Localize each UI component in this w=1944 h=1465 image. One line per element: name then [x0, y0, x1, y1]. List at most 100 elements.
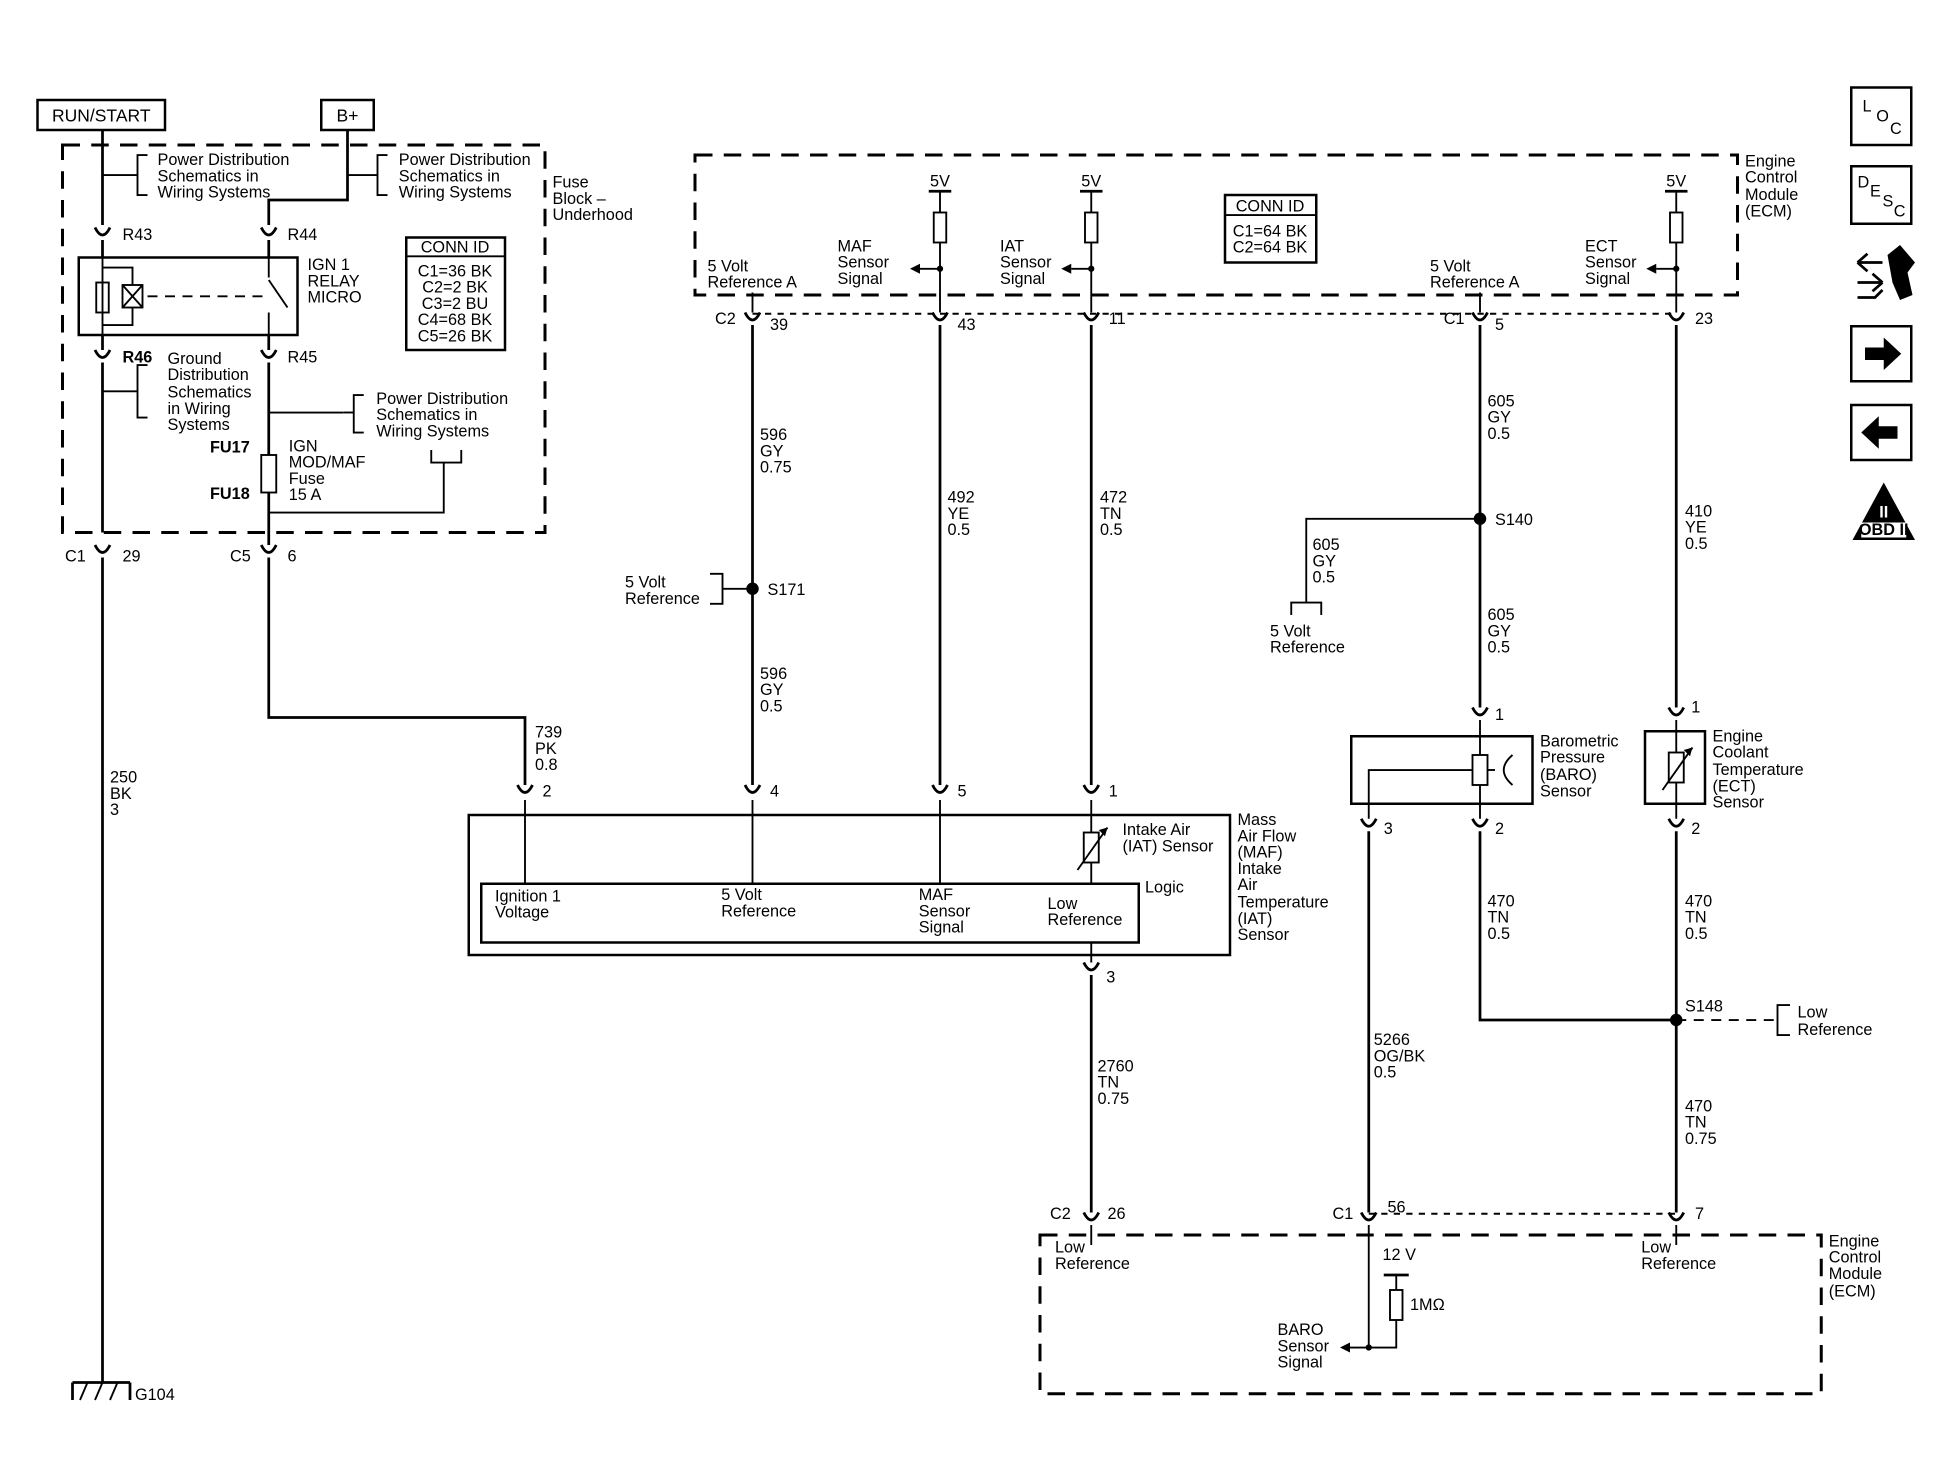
iat-thermistor-arrow-head	[1098, 827, 1108, 837]
obd-ii-mark: II	[1879, 504, 1888, 522]
wire-410-gauge: 0.5	[1685, 535, 1708, 553]
ecm-pin-23: 23	[1695, 310, 1713, 328]
splice-s148-label: S148	[1685, 997, 1723, 1015]
maf-ref-label-1: 5 Volt	[721, 886, 762, 904]
diagnostic-tools-icon[interactable]	[1856, 245, 1916, 300]
fuse-conn-id-row-2: C2=2 BK	[422, 279, 488, 297]
conn-c5-pin-6: 6	[288, 547, 297, 565]
ground-g104-label: G104	[135, 1386, 175, 1404]
arrow-right-icon	[1865, 337, 1902, 370]
baro-sig-label-2: Sensor	[1278, 1337, 1330, 1355]
obd-ii-button[interactable]: OBD II II	[1852, 482, 1916, 541]
wire-250-gauge: 3	[110, 801, 119, 819]
maf-sig-label-1: MAF	[919, 886, 953, 904]
wire-739-num: 739	[535, 724, 562, 742]
loc-letter-l: L	[1863, 97, 1872, 115]
conn-7-symbol	[1667, 1211, 1685, 1222]
wire-605c-gauge: 0.5	[1313, 569, 1336, 587]
fuse-block-title-1: Fuse	[553, 174, 589, 192]
wire-470a-num: 470	[1488, 892, 1515, 910]
next-page-button[interactable]	[1850, 325, 1913, 383]
pwr-dist-2-bracket	[376, 154, 388, 196]
obd-ii-label: OBD II	[1859, 521, 1909, 539]
pin-r46-label: R46	[123, 349, 153, 367]
conn-c5-6-symbol	[260, 544, 278, 554]
pullup-12v-label: 12 V	[1383, 1246, 1417, 1264]
fuse-label-4: 15 A	[289, 486, 322, 504]
maf-pin-4-symbol	[743, 784, 762, 794]
ground-g104-hatch-1	[79, 1382, 89, 1401]
desc-button[interactable]: D E S C	[1850, 165, 1913, 225]
relay-coil-top-link	[102, 266, 134, 285]
ect-title-3: Temperature	[1713, 761, 1804, 779]
maf-sig-label-3: Signal	[919, 919, 964, 937]
wire-250-color: BK	[110, 785, 132, 803]
loc-button[interactable]: L O C	[1850, 86, 1913, 147]
desc-letter-c: C	[1894, 202, 1906, 220]
wire-470c-num: 470	[1685, 1097, 1712, 1115]
fuse-pwr-bracket	[430, 450, 463, 464]
pwr-dist-2-line-2: Schematics in	[399, 167, 500, 185]
baro-pin-2: 2	[1495, 820, 1504, 838]
arrow-left-icon	[1861, 416, 1898, 449]
wire-472-num: 472	[1100, 489, 1127, 507]
conn-c1-pin-29: 29	[123, 547, 141, 565]
conn-c1-5-symbol	[1471, 311, 1489, 322]
baro-pin-3: 3	[1384, 820, 1393, 838]
ect-thermistor-arrow-line	[1661, 746, 1694, 791]
fuse-conn-id-title: CONN ID	[421, 239, 490, 257]
ecm-top-title-4: (ECM)	[1745, 202, 1792, 220]
maf-signal-label-2: Sensor	[838, 254, 890, 272]
fuse-conn-id-row-3: C3=2 BU	[422, 295, 488, 313]
s171-bracket	[710, 572, 724, 605]
previous-page-button[interactable]	[1850, 403, 1913, 462]
wire-470b-num: 470	[1685, 892, 1712, 910]
pin-r45-label: R45	[288, 349, 318, 367]
baro-signal-internal	[1367, 769, 1473, 819]
ground-g104-hatch-2	[94, 1382, 104, 1401]
ecm-low-ref-2-line-2: Reference	[1641, 1255, 1716, 1273]
pwr-dist-3-line-2: Schematics in	[376, 406, 477, 424]
pullup-1m-resistor	[1389, 1289, 1404, 1321]
wire-605c-color: GY	[1313, 552, 1337, 570]
conn-c5-label: C5	[230, 547, 251, 565]
iat-signal-label-3: Signal	[1000, 270, 1045, 288]
wire-605a-num: 605	[1488, 392, 1515, 410]
s148-bracket	[1776, 1004, 1790, 1036]
ecm-bottom-pin-26: 26	[1108, 1205, 1126, 1223]
ecm-bottom-pin-7: 7	[1695, 1205, 1704, 1223]
baro-pin-3-symbol	[1360, 818, 1378, 828]
wire-596a-gauge: 0.75	[760, 459, 792, 477]
wire-596b-color: GY	[760, 681, 784, 699]
ect-signal-label-1: ECT	[1585, 237, 1618, 255]
baro-title-4: Sensor	[1540, 782, 1592, 800]
ground-g104-hatch-3	[109, 1382, 119, 1401]
fuse-block-title-3: Underhood	[553, 206, 633, 224]
s140-branch	[1305, 517, 1480, 603]
baro-sig-label-3: Signal	[1278, 1354, 1323, 1372]
pin-r43-symbol	[93, 226, 112, 237]
s148-low-ref-1: Low	[1798, 1004, 1828, 1022]
pin-r44-symbol	[260, 226, 278, 237]
desc-button-frame	[1850, 165, 1913, 225]
wire-470b-gauge: 0.5	[1685, 925, 1708, 943]
pwr-dist-3-line-1: Power Distribution	[376, 390, 508, 408]
conn-c1-29-symbol	[93, 544, 112, 554]
ecm-ref-a-c1-line-2: Reference A	[1430, 274, 1520, 292]
conn-c1-label: C1	[65, 547, 86, 565]
baro-sig-arrow	[1340, 1342, 1350, 1353]
maf-pin-2: 2	[543, 782, 552, 800]
relay-label-2: RELAY	[308, 272, 360, 290]
maf-pullup-resistor	[932, 211, 948, 244]
wire-470c-gauge: 0.75	[1685, 1130, 1717, 1148]
ground-dist-line-3: Schematics	[168, 384, 252, 402]
wire-250-num: 250	[110, 769, 137, 787]
fuse-pwr-link	[268, 462, 445, 514]
ecm-ref-a-c1-line-1: 5 Volt	[1430, 257, 1471, 275]
ect-pin-1: 1	[1691, 699, 1700, 717]
ecm-pin-11: 11	[1109, 310, 1126, 328]
ecm-top-title-3: Module	[1745, 186, 1798, 204]
ect-title-5: Sensor	[1713, 794, 1765, 812]
iat-signal-label-1: IAT	[1000, 237, 1024, 255]
ect-signal-label-2: Sensor	[1585, 254, 1637, 272]
